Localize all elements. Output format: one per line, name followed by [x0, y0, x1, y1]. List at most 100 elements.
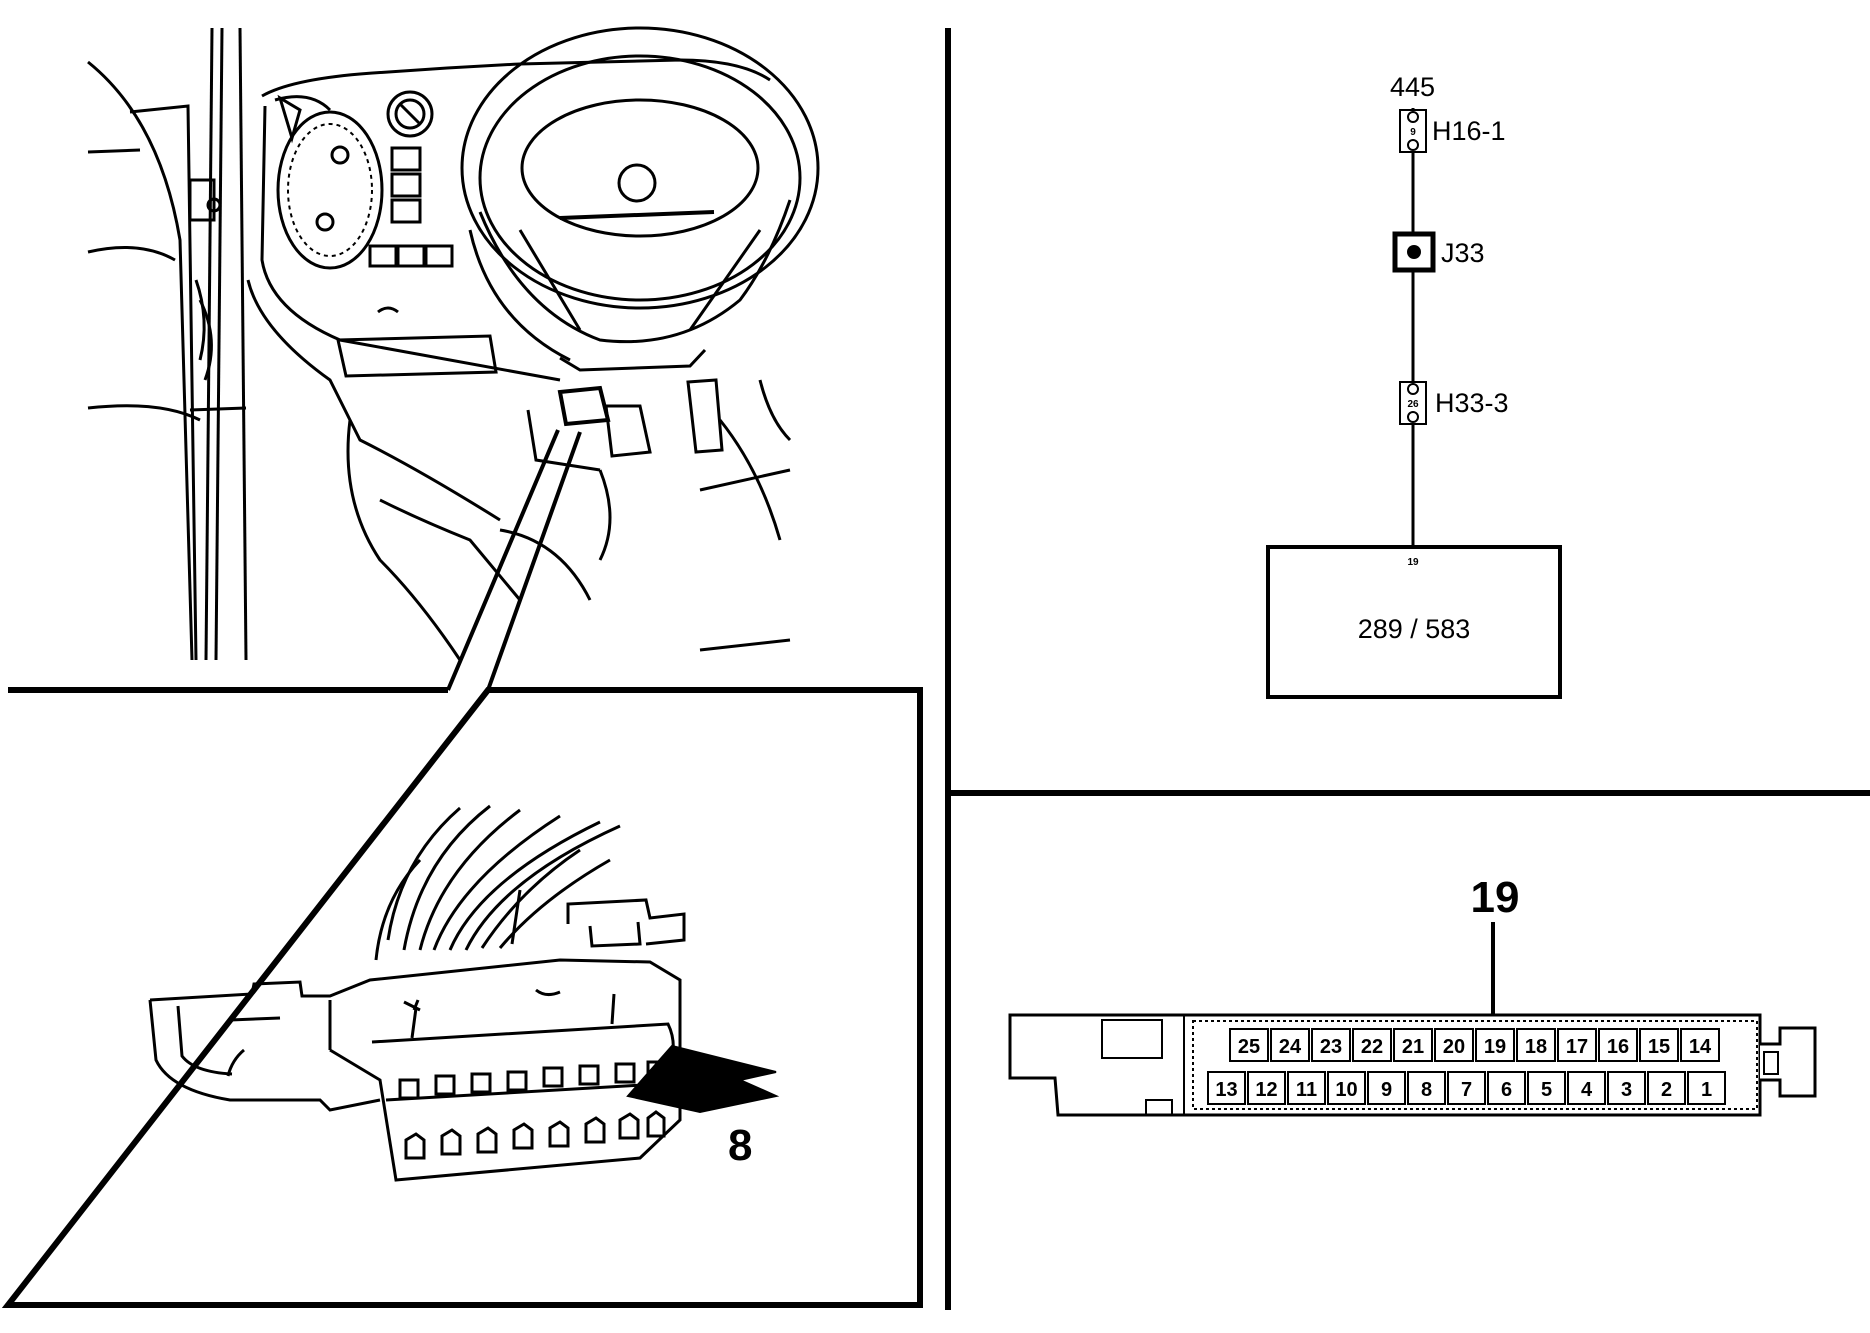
pin-cell-frame [1557, 1028, 1597, 1062]
pin-cell: 11 [1287, 1071, 1326, 1105]
pin-cell-frame [1287, 1071, 1326, 1105]
pin-number: 20 [1443, 1036, 1465, 1058]
panel-dividers [945, 28, 1870, 1310]
connector-h33-3-pin: 26 [1407, 399, 1419, 410]
highlighted-pin-label: 19 [1471, 873, 1520, 922]
pin-number: 18 [1525, 1036, 1547, 1058]
connector-h16-1-pin: 9 [1410, 127, 1416, 138]
connector-h16-1: 9 H16-1 [1399, 109, 1506, 153]
pin-cell: 18 [1516, 1028, 1556, 1062]
pin-cell-frame [1647, 1071, 1686, 1105]
pin-number: 10 [1335, 1079, 1357, 1101]
pin-cell-frame [1447, 1071, 1486, 1105]
pin-number: 8 [1421, 1079, 1432, 1101]
pin-cell-frame [1527, 1071, 1566, 1105]
pin-cell: 17 [1557, 1028, 1597, 1062]
obd-connector-illustration [148, 804, 686, 1182]
pin-cell: 13 [1207, 1071, 1246, 1105]
pin-number: 14 [1689, 1036, 1712, 1058]
pin-cell-frame [1487, 1071, 1526, 1105]
pin-number: 3 [1621, 1079, 1632, 1101]
pin-cell-frame [1270, 1028, 1310, 1062]
pin-number: 24 [1279, 1036, 1302, 1058]
pin-cell: 20 [1434, 1028, 1474, 1062]
pin-cell: 14 [1680, 1028, 1720, 1062]
pin-cell-frame [1639, 1028, 1679, 1062]
pin-cell-frame [1516, 1028, 1556, 1062]
pin-number: 9 [1381, 1079, 1392, 1101]
pin-cell: 9 [1367, 1071, 1406, 1105]
pin-cell-frame [1434, 1028, 1474, 1062]
pin-cell-frame [1207, 1071, 1246, 1105]
detail-box [1, 687, 923, 1308]
pin-cell-frame [1367, 1071, 1406, 1105]
pin-row-bottom: 13 12 11 10 9 8 7 6 5 4 3 2 1 [1207, 1071, 1726, 1105]
pin-cell: 7 [1447, 1071, 1486, 1105]
pin-cell-frame [1567, 1071, 1606, 1105]
unit-pin-number: 19 [1407, 557, 1419, 568]
pin-number: 5 [1541, 1079, 1552, 1101]
pin-number: 7 [1461, 1079, 1472, 1101]
pin-number: 6 [1501, 1079, 1512, 1101]
pin-cell-frame [1407, 1071, 1446, 1105]
junction-j33: J33 [1392, 231, 1485, 273]
connector-h33-3-label: H33-3 [1435, 388, 1509, 418]
pin-cell: 12 [1247, 1071, 1286, 1105]
pin-cell: 6 [1487, 1071, 1526, 1105]
pin-number: 19 [1484, 1036, 1506, 1058]
pin-number: 12 [1255, 1079, 1277, 1101]
pin-number: 23 [1320, 1036, 1342, 1058]
pin-number: 13 [1215, 1079, 1237, 1101]
pin-number: 21 [1402, 1036, 1424, 1058]
pin-8-callout: 8 [728, 1121, 752, 1170]
pin-number: 25 [1238, 1036, 1260, 1058]
pin-cell: 23 [1311, 1028, 1351, 1062]
connector-h16-1-label: H16-1 [1432, 116, 1506, 146]
pin-cell-frame [1352, 1028, 1392, 1062]
pin-cell-frame [1687, 1071, 1726, 1105]
dashboard-illustration [87, 26, 820, 691]
pin-cell: 25 [1229, 1028, 1269, 1062]
junction-j33-label: J33 [1441, 238, 1485, 268]
pin-number: 22 [1361, 1036, 1383, 1058]
unit-box: 19 289 / 583 [1266, 545, 1562, 699]
pin-row-top: 25 24 23 22 21 20 19 18 17 16 15 14 [1229, 1028, 1720, 1062]
pin-cell: 16 [1598, 1028, 1638, 1062]
pin-cell: 1 [1687, 1071, 1726, 1105]
pin-cell: 4 [1567, 1071, 1606, 1105]
unit-label: 289 / 583 [1358, 614, 1471, 644]
obd-pin-sockets [398, 1060, 668, 1160]
connector-h33-3: 26 H33-3 [1399, 381, 1509, 425]
pin-cell: 24 [1270, 1028, 1310, 1062]
pin-cell-frame [1393, 1028, 1433, 1062]
pin-number: 11 [1296, 1079, 1317, 1101]
pin-cell: 19 [1475, 1028, 1515, 1062]
pin-number: 1 [1701, 1079, 1712, 1101]
pin-cell-frame [1680, 1028, 1720, 1062]
pin-cell: 5 [1527, 1071, 1566, 1105]
pin-number: 15 [1648, 1036, 1670, 1058]
pin-cell: 22 [1352, 1028, 1392, 1062]
pin-cell-frame [1229, 1028, 1269, 1062]
pin-cell: 15 [1639, 1028, 1679, 1062]
pin-cell: 3 [1607, 1071, 1646, 1105]
pin-number: 16 [1607, 1036, 1629, 1058]
pin-number: 2 [1661, 1079, 1672, 1101]
pin-cell: 21 [1393, 1028, 1433, 1062]
pin-number: 4 [1581, 1079, 1593, 1101]
circuit-number: 445 [1390, 72, 1435, 102]
pin-cell-frame [1607, 1071, 1646, 1105]
pin-cell-frame [1475, 1028, 1515, 1062]
pin-cell-frame [1327, 1071, 1366, 1105]
pin-cell-frame [1311, 1028, 1351, 1062]
pin-cell: 2 [1647, 1071, 1686, 1105]
pin-cell: 8 [1407, 1071, 1446, 1105]
pin-cell-frame [1247, 1071, 1286, 1105]
pin-number: 17 [1566, 1036, 1588, 1058]
pin-cell-frame [1598, 1028, 1638, 1062]
pin-8-arrow [626, 1044, 780, 1114]
wiring-schematic: 445 9 H16-1 J33 26 H33-3 19 289 / 58 [1266, 72, 1562, 699]
